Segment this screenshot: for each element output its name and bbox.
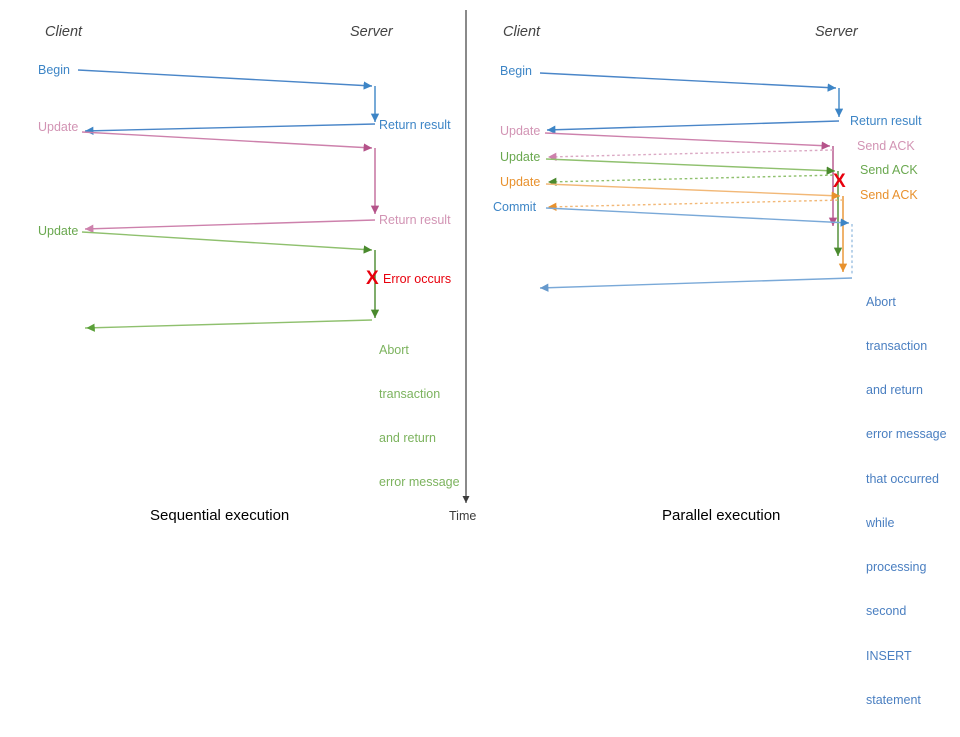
left-abort-line-3: and return xyxy=(379,431,436,445)
left-arrow-update-2 xyxy=(81,231,373,254)
left-label-error-occurs: Error occurs xyxy=(383,272,452,286)
right-label-abort: Abort transaction and return error messa… xyxy=(866,265,947,737)
right-label-update-2: Update xyxy=(500,150,541,164)
left-arrow-return-result-2 xyxy=(84,219,376,233)
right-arrow-commit xyxy=(545,207,850,227)
left-arrow-begin xyxy=(77,69,373,90)
right-abort-line-6: while xyxy=(866,515,895,530)
left-label-begin: Begin xyxy=(38,63,70,77)
right-abort-line-3: and return xyxy=(866,383,923,397)
left-panel-arrows xyxy=(77,69,380,332)
right-error-x-icon: X xyxy=(833,171,846,192)
right-arrow-update-3 xyxy=(545,183,841,200)
left-label-update-1: Update xyxy=(38,120,79,134)
right-label-commit: Commit xyxy=(493,200,537,214)
right-arrow-send-ack-2 xyxy=(547,174,839,186)
right-arrow-begin xyxy=(539,72,837,92)
left-label-return-result-1: Return result xyxy=(379,118,451,132)
left-abort-line-4: error message xyxy=(379,475,460,490)
left-arrow-abort xyxy=(84,319,373,332)
left-actor-client: Client xyxy=(45,24,83,40)
left-abort-line-1: Abort xyxy=(379,342,409,357)
left-error-x-icon: X xyxy=(366,268,379,289)
left-abort-line-2: transaction xyxy=(379,386,441,401)
right-abort-line-1: Abort xyxy=(866,294,896,309)
right-abort-line-4: error message xyxy=(866,427,947,442)
left-arrow-return-result-1 xyxy=(84,123,376,135)
right-arrow-send-ack-1 xyxy=(547,149,834,161)
right-arrow-send-ack-3 xyxy=(547,199,844,211)
left-label-return-result-2: Return result xyxy=(379,213,451,227)
right-label-update-1: Update xyxy=(500,124,541,138)
left-actor-server: Server xyxy=(350,24,393,40)
right-abort-line-8: second xyxy=(866,604,907,619)
right-arrow-abort xyxy=(539,277,853,292)
right-label-send-ack-3: Send ACK xyxy=(860,188,918,202)
right-label-begin: Begin xyxy=(500,64,532,78)
right-arrow-update-2 xyxy=(545,158,836,175)
right-panel-caption: Parallel execution xyxy=(662,507,781,524)
time-axis-label: Time xyxy=(449,509,477,523)
right-abort-line-9: INSERT xyxy=(866,648,912,663)
right-abort-line-10: statement xyxy=(866,692,921,707)
right-arrow-return-result xyxy=(546,120,840,134)
diagram-canvas: Client Server Begin Return result Update… xyxy=(38,10,947,707)
right-arrow-update-1 xyxy=(544,132,831,150)
left-label-update-2: Update xyxy=(38,224,79,238)
right-actor-client: Client xyxy=(503,24,541,40)
right-abort-line-5: that occurred xyxy=(866,471,939,486)
right-actor-server: Server xyxy=(815,24,858,40)
right-label-return-result: Return result xyxy=(850,114,922,128)
right-abort-line-2: transaction xyxy=(866,338,928,353)
right-panel-arrows xyxy=(539,72,853,292)
left-label-abort: Abort transaction and return error messa… xyxy=(379,313,460,520)
right-abort-line-7: processing xyxy=(866,560,927,574)
right-label-send-ack-1: Send ACK xyxy=(857,139,915,153)
left-panel-caption: Sequential execution xyxy=(150,507,290,524)
right-label-update-3: Update xyxy=(500,175,541,189)
diagram-vector-layer xyxy=(77,10,853,503)
right-label-send-ack-2: Send ACK xyxy=(860,163,918,177)
left-arrow-update-1 xyxy=(81,131,373,152)
